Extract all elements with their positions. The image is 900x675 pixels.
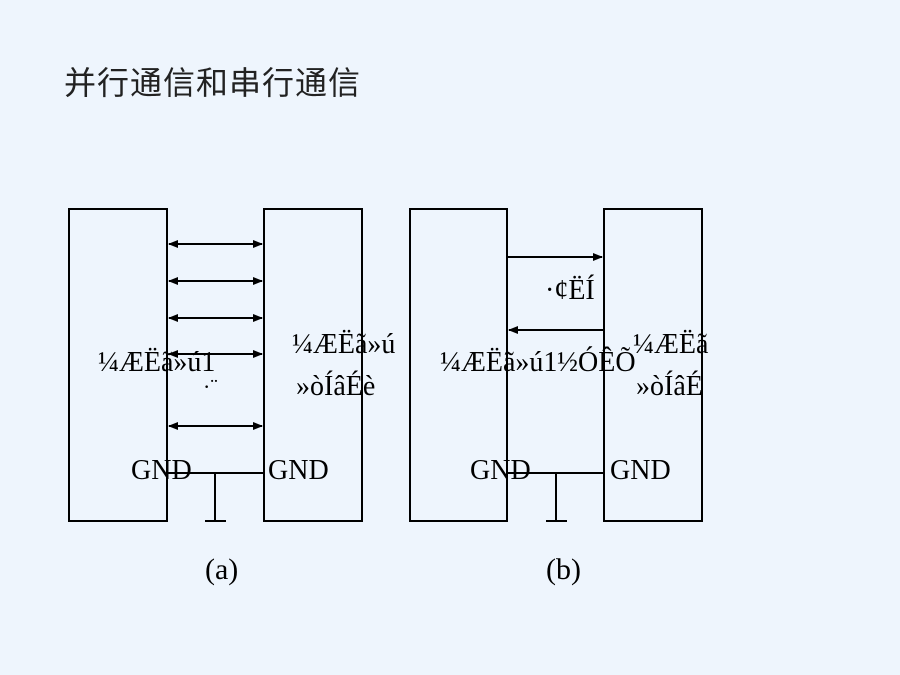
caption-b: (b) [546,553,581,586]
slide-title: 并行通信和串行通信 [64,64,362,102]
receive-label: ½ÓÊÕ [557,347,636,378]
computer1-label-b: ¼ÆËã»ú1 [440,347,558,378]
gnd-label-right-b: GND [610,455,671,486]
send-label: ·¢ËÍ [545,275,595,306]
computer1-label-a: ¼ÆËã»ú1 [98,347,216,378]
peripheral-label-b-line2: »òÍâÉ [636,371,703,402]
peripheral-box-b [603,208,703,522]
gnd-label-right-a: GND [268,455,329,486]
peripheral-label-b-line1: ¼ÆËã [633,329,709,360]
diagram-b [409,208,703,522]
peripheral-label-a-line1: ¼ÆËã»ú [292,329,396,360]
gnd-label-left-a: GND [131,455,192,486]
peripheral-label-a-line2: »òÍâÉè [296,371,376,402]
bus-label-a: ·¨ [203,374,218,399]
computer1-box-a [68,208,168,522]
gnd-label-left-b: GND [470,455,531,486]
computer1-box-b [409,208,508,522]
diagram-a [68,208,363,522]
peripheral-box-a [263,208,363,522]
caption-a: (a) [205,553,239,586]
